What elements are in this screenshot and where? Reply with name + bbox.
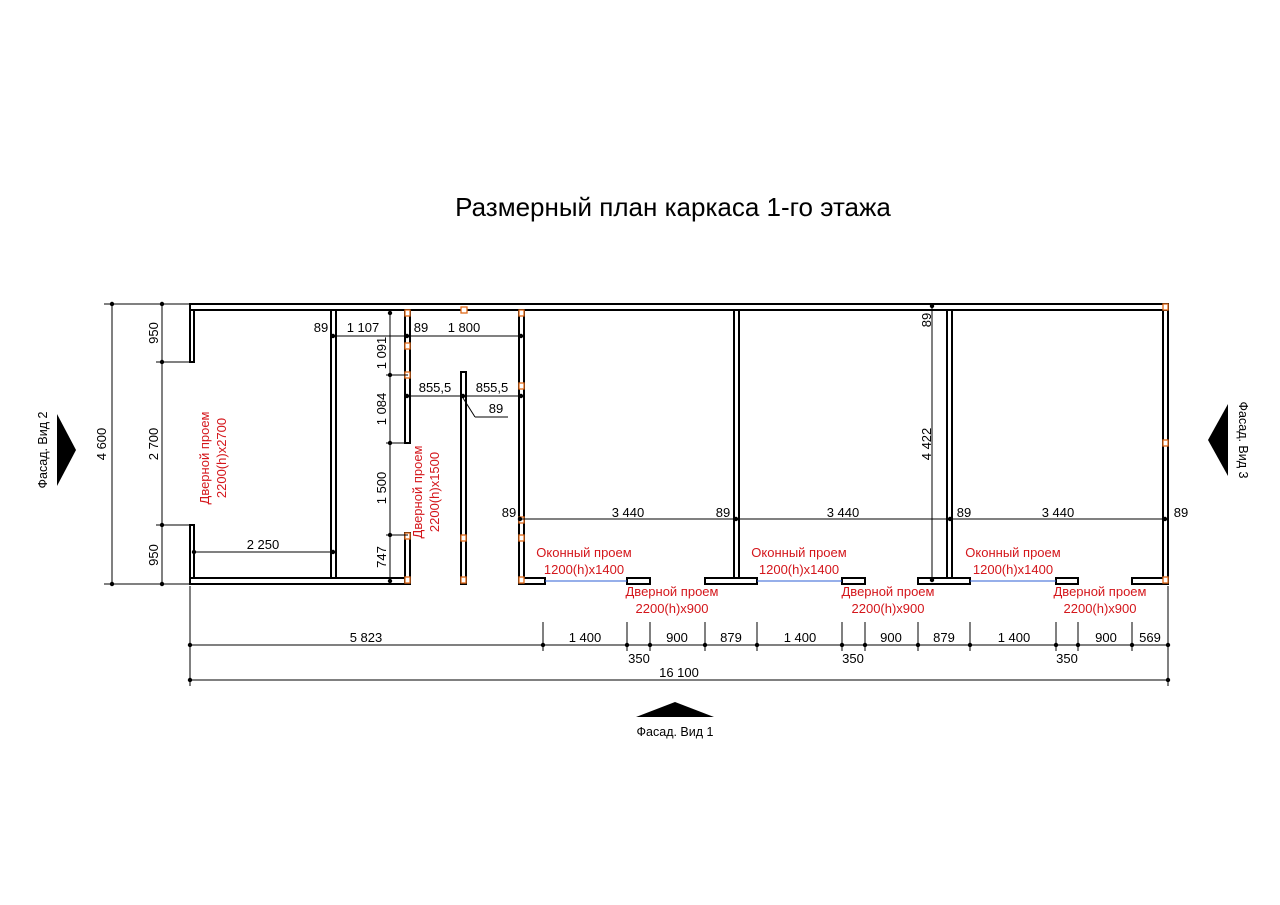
window-3-label-1: Оконный проем	[965, 545, 1060, 560]
dim-room2-left: 89	[716, 505, 730, 520]
opening-labels: Дверной проем 2200(h)x2700 Дверной проем…	[197, 411, 1147, 616]
window-1-label-1: Оконный проем	[536, 545, 631, 560]
dim-top-1800: 1 800	[448, 320, 481, 335]
facade-arrow-up-icon	[636, 702, 714, 717]
door-2-label-2: 2200(h)x900	[852, 601, 925, 616]
walls	[189, 303, 1169, 585]
dim-bottom-1: 1 400	[569, 630, 602, 645]
door-1-label-1: Дверной проем	[626, 584, 719, 599]
dim-top-89-a: 89	[314, 320, 328, 335]
dim-bottom-9: 1 400	[998, 630, 1031, 645]
dim-bottom-11: 900	[1095, 630, 1117, 645]
dim-room3-width: 3 440	[1042, 505, 1075, 520]
dim-747: 747	[374, 546, 389, 568]
door-3-label-2: 2200(h)x900	[1064, 601, 1137, 616]
dim-bottom-8: 879	[933, 630, 955, 645]
dim-left-mid: 2 700	[146, 428, 161, 461]
dim-top-1107: 1 107	[347, 320, 380, 335]
window-1-label-2: 1200(h)x1400	[544, 562, 624, 577]
dim-89-right: 89	[919, 313, 934, 327]
dim-room3-right: 89	[1174, 505, 1188, 520]
facade-view-3-marker: Фасад. Вид 3	[1208, 402, 1250, 479]
dim-855-b: 855,5	[476, 380, 509, 395]
dim-bottom-4: 879	[720, 630, 742, 645]
dim-bottom-12: 569	[1139, 630, 1161, 645]
facade-view-3-label: Фасад. Вид 3	[1236, 402, 1250, 479]
dim-1084: 1 084	[374, 393, 389, 426]
door-1-label-2: 2200(h)x900	[636, 601, 709, 616]
dim-left-bottom: 950	[146, 544, 161, 566]
dim-855-a: 855,5	[419, 380, 452, 395]
facade-view-1-marker: Фасад. Вид 1	[636, 702, 714, 739]
dim-bottom-10: 350	[1056, 651, 1078, 666]
facade-view-2-marker: Фасад. Вид 2	[36, 411, 76, 488]
dim-room3-left: 89	[957, 505, 971, 520]
dim-bottom-2: 350	[628, 651, 650, 666]
plan-title: Размерный план каркаса 1-го этажа	[455, 192, 891, 222]
dimension-lines	[104, 303, 1169, 686]
dim-1500: 1 500	[374, 472, 389, 505]
dim-1091: 1 091	[374, 337, 389, 370]
facade-arrow-left-icon	[1208, 404, 1228, 476]
main-door-label-1: Дверной проем	[197, 411, 212, 504]
dim-bottom-0: 5 823	[350, 630, 383, 645]
inner-door-label-1: Дверной проем	[410, 445, 425, 538]
dim-bottom-5: 1 400	[784, 630, 817, 645]
door-2-label-1: Дверной проем	[842, 584, 935, 599]
dim-bottom-6: 350	[842, 651, 864, 666]
bottom-chain-ticks	[542, 622, 1133, 651]
dim-room1-left: 89	[502, 505, 516, 520]
window-3-label-2: 1200(h)x1400	[973, 562, 1053, 577]
main-door-label-2: 2200(h)x2700	[214, 418, 229, 498]
dimension-labels: 4 600 950 2 700 950 2 250 89 1 107 89 1 …	[94, 313, 1188, 680]
dim-room2-width: 3 440	[827, 505, 860, 520]
dim-bottom-7: 900	[880, 630, 902, 645]
dim-total-height: 4 600	[94, 428, 109, 461]
dim-room1-width: 3 440	[612, 505, 645, 520]
facade-view-2-label: Фасад. Вид 2	[36, 411, 50, 488]
dim-bottom-3: 900	[666, 630, 688, 645]
dimension-dots	[109, 301, 1171, 683]
inner-door-label-2: 2200(h)x1500	[427, 452, 442, 532]
dim-top-89-b: 89	[414, 320, 428, 335]
window-2-label-1: Оконный проем	[751, 545, 846, 560]
dim-89-c: 89	[489, 401, 503, 416]
window-2-label-2: 1200(h)x1400	[759, 562, 839, 577]
dim-2250: 2 250	[247, 537, 280, 552]
facade-view-1-label: Фасад. Вид 1	[637, 725, 714, 739]
dim-4422: 4 422	[919, 428, 934, 461]
dim-overall: 16 100	[659, 665, 699, 680]
door-3-label-1: Дверной проем	[1054, 584, 1147, 599]
dim-left-top: 950	[146, 322, 161, 344]
facade-arrow-right-icon	[57, 414, 76, 486]
